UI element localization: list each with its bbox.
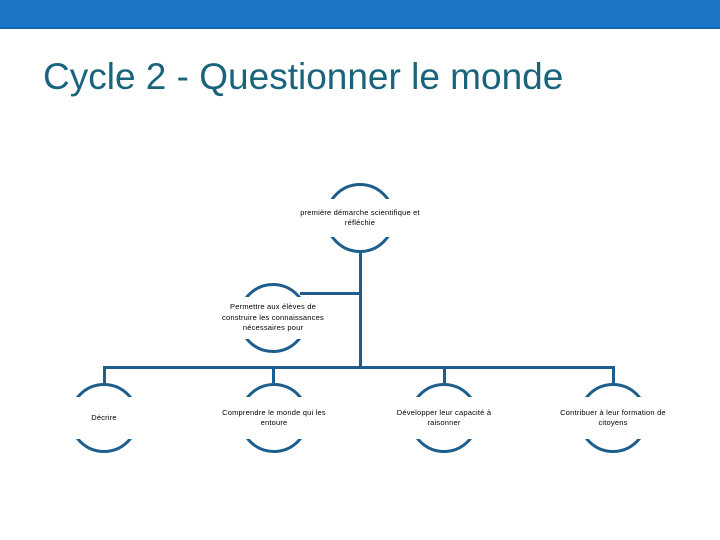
node-label: Permettre aux élèves de construire les c… bbox=[213, 297, 333, 339]
node-label: Contribuer à leur formation de citoyens bbox=[549, 397, 677, 439]
slide-title: Cycle 2 - Questionner le monde bbox=[43, 56, 564, 97]
node-label: Développer leur capacité à raisonner bbox=[383, 397, 505, 439]
connector-stub-decrire bbox=[103, 368, 106, 383]
connector-premise-horizontal bbox=[300, 292, 361, 295]
node-contribuer-formation: Contribuer à leur formation de citoyens bbox=[549, 383, 677, 453]
top-accent-bar bbox=[0, 0, 720, 29]
node-label: Décrire bbox=[41, 397, 167, 439]
connector-main-rail bbox=[103, 366, 615, 369]
node-premiere-demarche: première démarche scientifique et réfléc… bbox=[295, 183, 425, 253]
node-label: première démarche scientifique et réfléc… bbox=[295, 199, 425, 237]
connector-stub-comprendre bbox=[272, 368, 275, 383]
node-decrire: Décrire bbox=[41, 383, 167, 453]
node-permettre-aux-eleves: Permettre aux élèves de construire les c… bbox=[213, 283, 333, 353]
connector-root-vertical bbox=[359, 251, 362, 369]
connector-stub-developper bbox=[443, 368, 446, 383]
connector-stub-contribuer bbox=[612, 368, 615, 383]
node-developper-capacite: Développer leur capacité à raisonner bbox=[383, 383, 505, 453]
node-comprendre-le-monde: Comprendre le monde qui les entoure bbox=[211, 383, 337, 453]
node-label: Comprendre le monde qui les entoure bbox=[211, 397, 337, 439]
